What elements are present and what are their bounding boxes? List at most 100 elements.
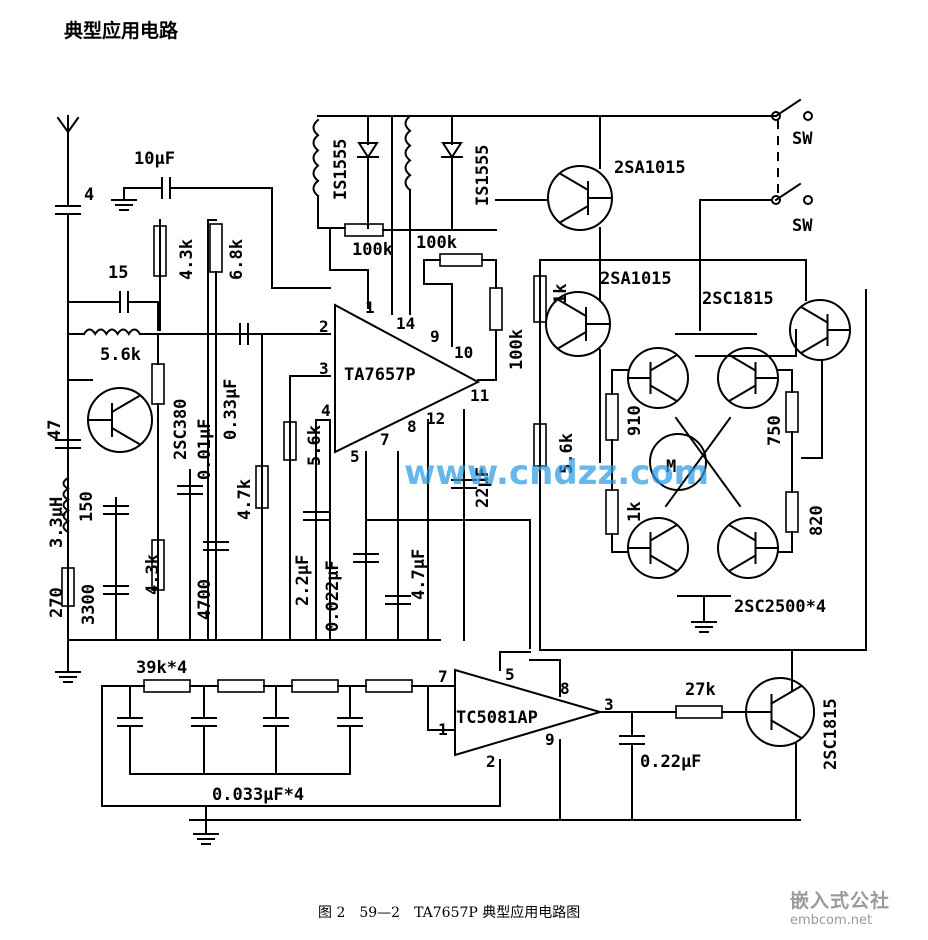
ic2-pin-5: 5 [505,665,515,684]
ic1-pin-5: 5 [350,447,360,466]
c-0033u-label: 0.033μF*4 [212,785,304,805]
transistor-lead [728,354,757,372]
ic2-pin-9: 9 [545,730,555,749]
inductor-coil [312,118,320,198]
brand-url: embcom.net [790,913,873,928]
inductor-coil [404,114,412,192]
resistor [151,363,165,405]
ic1-pin-9: 9 [430,327,440,346]
transistor-lead [800,336,829,354]
circuit-components [55,98,851,845]
wire [427,685,456,731]
resistor [153,225,167,277]
q-2sa1015-mid-label: 2SA1015 [600,269,672,289]
resistor [533,275,547,323]
resistor [533,423,547,467]
c-22u-right-label: 22μF [473,467,493,508]
diode [441,142,463,159]
c-0022u-label: 0.022μF [323,560,343,632]
ic1-pin-2: 2 [319,317,329,336]
c-47u-label: 4.7μF [409,549,429,600]
transistor-lead [728,554,757,572]
wire [365,519,531,649]
ic1-pin-14: 14 [396,314,415,333]
ic1-pin-3: 3 [319,359,329,378]
r-39k-label: 39k*4 [136,658,187,678]
resistor [605,393,619,441]
watermark: www.cndzz.com [404,453,709,493]
switch-contact [771,195,781,205]
inductor-coil [82,328,142,336]
transistor-lead [649,524,678,542]
antenna-cap-label: 4 [84,185,94,205]
r-100k-b-label: 100k [416,233,457,253]
c-022u-label: 0.22μF [640,752,701,772]
ic1-label: TA7657P [344,365,416,385]
transistor-lead [110,394,141,414]
ic1-pin-7: 7 [380,430,390,449]
transistor-lead [728,524,757,542]
wire [529,659,561,697]
r-750-label: 750 [765,415,785,446]
wire [539,289,867,651]
ic2-label: TC5081AP [456,708,538,728]
q-2sc2500-label: 2SC2500*4 [734,597,826,617]
brand-logo-text: 嵌入式公社 [790,890,891,912]
r-910-label: 910 [625,405,645,436]
resistor [675,705,723,719]
transistor-lead [649,354,678,372]
r-270-label: 270 [47,587,67,618]
transistor-lead [800,306,829,324]
resistor [365,679,413,693]
is1555-a-label: IS1555 [331,139,351,200]
resistor [217,679,265,693]
resistor [143,679,191,693]
r-1k-bot-label: 1k [625,502,645,522]
ic1-pin-11: 11 [470,386,489,405]
wire [101,685,501,807]
tc5081ap-triangle [454,668,604,757]
resistor [255,465,269,509]
wire [329,229,369,309]
r-43k-bot-label: 4.3k [143,554,163,595]
wire [801,359,823,459]
transistor-lead [649,554,678,572]
ic2-pin-1: 1 [438,720,448,739]
antenna-icon [56,115,80,134]
c-033u-label: 0.33μF [221,379,241,440]
resistor [489,287,503,331]
switch-contact [771,111,781,121]
resistor [785,391,799,433]
resistor [61,567,75,607]
r-56k-left-label: 5.6k [100,345,141,365]
c-4700-label: 4700 [195,579,215,620]
r-56k-mid-label: 5.6k [305,425,325,466]
wire [171,187,331,289]
resistor [439,253,483,267]
ic1-pin-12: 12 [426,409,445,428]
wire [664,416,732,508]
q-2sc1815-bot-label: 2SC1815 [821,698,841,770]
wire [611,533,629,553]
wire [674,416,742,508]
ic1-pin-8: 8 [407,417,417,436]
c-22u-left-label: 2.2μF [293,555,313,606]
r-820-label: 820 [807,505,827,536]
resistor [283,421,297,461]
ic1-pin-1: 1 [365,298,375,317]
switch-contact [803,111,813,121]
r-100k-c-label: 100k [507,329,527,370]
wire [123,187,161,201]
resistor [785,491,799,533]
page-title: 典型应用电路 [64,20,179,42]
r-1k-top-label: 1k [551,284,571,304]
transistor-lead [649,384,678,402]
resistor [209,223,223,273]
q-2sc1815-top-label: 2SC1815 [702,289,774,309]
c-47-label: 47 [45,420,65,440]
r-56k-right-label: 5.6k [557,433,577,474]
c-10u-label: 10μF [134,149,175,169]
motor-symbol [649,433,707,491]
